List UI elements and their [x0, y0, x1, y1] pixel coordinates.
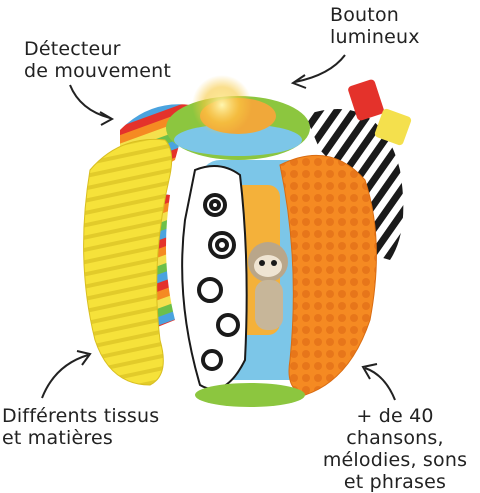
label-songs-line-1: + de 40 chansons, — [346, 405, 444, 449]
blue-top-ring — [174, 124, 302, 156]
arrow-motion-detector-head — [99, 111, 115, 126]
sloth-face — [254, 255, 282, 277]
label-fabrics-line-2: et matières — [2, 427, 113, 449]
sloth-eye-right — [271, 260, 277, 266]
label-light-button-line-2: lumineux — [330, 26, 420, 48]
yellow-fabric-panel — [83, 138, 173, 386]
arrow-light-button-head — [290, 74, 307, 89]
label-light-button-line-1: Bouton — [330, 4, 400, 26]
orange-fabric-panel — [279, 154, 377, 396]
label-motion-detector-line-2: de mouvement — [24, 60, 171, 82]
red-tag — [348, 79, 384, 121]
arrow-fabrics — [41, 354, 89, 399]
label-motion-detector: Détecteur de mouvement — [24, 38, 184, 82]
light-glow — [192, 75, 252, 135]
sloth-eye-left — [259, 260, 265, 266]
arrow-songs — [364, 367, 396, 401]
label-songs-line-2: mélodies, sons — [322, 449, 468, 471]
arrow-motion-detector — [69, 84, 111, 119]
sloth-body — [255, 280, 283, 330]
label-fabrics-line-1: Différents tissus — [2, 405, 160, 427]
arrow-light-button — [294, 54, 346, 83]
toy-illustration — [41, 54, 412, 407]
label-light-button: Bouton lumineux — [330, 4, 460, 48]
label-motion-detector-line-1: Détecteur — [24, 38, 121, 60]
arrow-songs-head — [361, 363, 378, 380]
yellow-tag — [374, 108, 412, 146]
label-fabrics: Différents tissus et matières — [2, 405, 202, 449]
arrow-fabrics-head — [76, 350, 92, 366]
green-base — [195, 383, 305, 407]
swirl-pattern — [197, 193, 240, 371]
